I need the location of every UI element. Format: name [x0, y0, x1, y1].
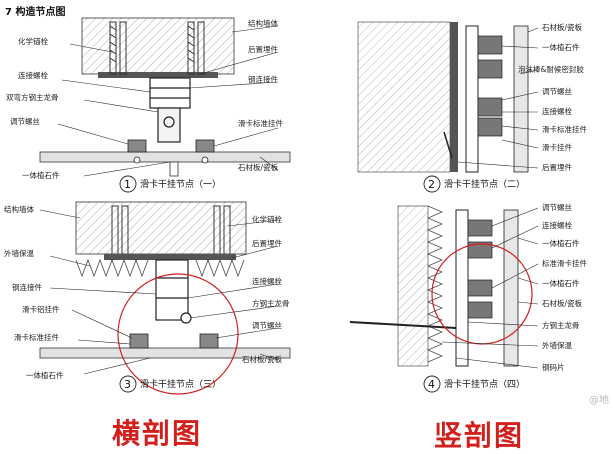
- label-2-r0: 石材板/瓷板: [542, 22, 583, 32]
- label-1-l0: 化学锚栓: [18, 36, 48, 46]
- label-1-r2: 钢连接件: [248, 74, 278, 84]
- label-4-r6: 方钢主龙骨: [542, 320, 580, 330]
- panel-2-number: 2: [428, 178, 435, 191]
- label-3-l2: 钢连接件: [12, 282, 42, 292]
- label-4-r8: 钢码片: [542, 362, 565, 372]
- panel-1-number: 1: [124, 178, 131, 191]
- label-3-l0: 结构墙体: [4, 204, 34, 214]
- panel-4-number: 4: [428, 378, 435, 391]
- embedded-plate: [104, 254, 236, 260]
- square-tube-keel: [465, 25, 479, 173]
- panel-3-number: 3: [124, 378, 131, 391]
- label-1-r0: 结构墙体: [248, 18, 278, 28]
- bolt-clusters: [467, 219, 493, 319]
- leader-lines-right: [189, 25, 279, 171]
- slide-clips: [129, 333, 219, 349]
- sheet-title: 7 构造节点图: [5, 7, 66, 18]
- steel-connector: [149, 77, 191, 143]
- label-1-r1: 后置埋件: [248, 44, 278, 54]
- steel-connector: [155, 259, 192, 324]
- label-1-l4: 一体植石件: [22, 170, 60, 180]
- label-2-r2: 泡沫棒&耐候密封胶: [518, 64, 584, 74]
- label-3-l3: 滑卡铝挂件: [22, 304, 60, 314]
- stone-panel: [513, 25, 529, 173]
- structural-wall: [397, 205, 429, 367]
- label-3-r3: 方钢主龙骨: [252, 298, 290, 308]
- label-2-r6: 滑卡挂件: [542, 142, 572, 152]
- slide-clips: [127, 139, 215, 164]
- panel-4-caption: 滑卡干挂节点（四）: [444, 378, 525, 390]
- insulation-layer: [427, 205, 443, 363]
- label-4-r3: 标准滑卡挂件: [542, 258, 587, 268]
- label-1-r3: 滑卡标准挂件: [238, 118, 283, 128]
- label-2-r7: 后置埋件: [542, 162, 572, 172]
- panel-3-drawing: 结构墙体 外墙保温 钢连接件 滑卡铝挂件 滑卡标准挂件 一体植石件 化学锚栓 后…: [4, 201, 291, 395]
- chemical-anchor-bolts: [109, 21, 205, 75]
- structural-wall: [81, 17, 235, 75]
- panel-2-caption: 滑卡干挂节点（二）: [444, 178, 525, 190]
- stone-slab: [39, 151, 291, 163]
- label-3-r0: 化学锚栓: [252, 214, 282, 224]
- label-1-r4: 石材板/瓷板: [238, 162, 279, 172]
- insulation-layer: [75, 258, 245, 278]
- label-4-r2: 一体植石件: [542, 238, 580, 248]
- label-4-r0: 调节螺丝: [542, 202, 572, 212]
- panel-4-drawing: 调节螺丝 连接螺栓 一体植石件 标准滑卡挂件 一体植石件 石材板/瓷板 方钢主龙…: [349, 202, 587, 393]
- embedded-plate: [98, 72, 218, 78]
- panel-2-drawing: 石材板/瓷板 一体植石件 泡沫棒&耐候密封胶 调节螺丝 连接螺栓 滑卡标准挂件 …: [357, 21, 587, 193]
- red-highlight-circle: [431, 243, 533, 345]
- label-4-r5: 石材板/瓷板: [542, 298, 583, 308]
- leader-lines: [441, 207, 539, 369]
- label-3-r4: 调节螺丝: [252, 320, 282, 330]
- panel-1-drawing: 化学锚栓 连接螺栓 双弯方钢主龙骨 调节螺丝 一体植石件 结构墙体 后置埋件 钢…: [6, 17, 291, 193]
- label-4-r4: 一体植石件: [542, 278, 580, 288]
- panel-1-caption: 滑卡干挂节点（一）: [140, 178, 221, 190]
- label-4-r1: 连接螺栓: [542, 220, 572, 230]
- label-1-l1: 连接螺栓: [18, 70, 48, 80]
- watermark: @地: [589, 395, 609, 406]
- label-1-l3: 调节螺丝: [10, 116, 40, 126]
- label-1-l2: 双弯方钢主龙骨: [6, 92, 59, 102]
- stone-slab: [39, 347, 291, 359]
- embedded-plate: [450, 22, 458, 172]
- caption-horizontal-section: 横剖图: [112, 417, 203, 450]
- label-3-l4: 滑卡标准挂件: [14, 332, 59, 342]
- label-3-r2: 连接螺栓: [252, 276, 282, 286]
- stone-panel: [503, 209, 519, 367]
- label-3-l5: 一体植石件: [26, 370, 64, 380]
- label-4-r7: 外墙保温: [542, 340, 572, 350]
- red-highlight-circle: [117, 273, 239, 395]
- label-2-r1: 一体植石件: [542, 42, 580, 52]
- panel-3-caption: 滑卡干挂节点（三）: [140, 378, 221, 390]
- leader-lines: [39, 209, 279, 375]
- label-2-r4: 连接螺栓: [542, 106, 572, 116]
- label-2-r5: 滑卡标准挂件: [542, 124, 587, 134]
- leader-lines: [457, 27, 539, 169]
- bolt-clusters: [477, 35, 503, 137]
- label-3-l1: 外墙保温: [4, 248, 34, 258]
- leader-lines-left: [57, 43, 171, 177]
- caption-vertical-section: 竖剖图: [434, 419, 525, 452]
- label-2-r3: 调节螺丝: [542, 86, 572, 96]
- label-3-r1: 后置埋件: [252, 238, 282, 248]
- label-3-r5: 石材板/瓷板: [242, 354, 283, 364]
- structural-wall: [357, 21, 451, 173]
